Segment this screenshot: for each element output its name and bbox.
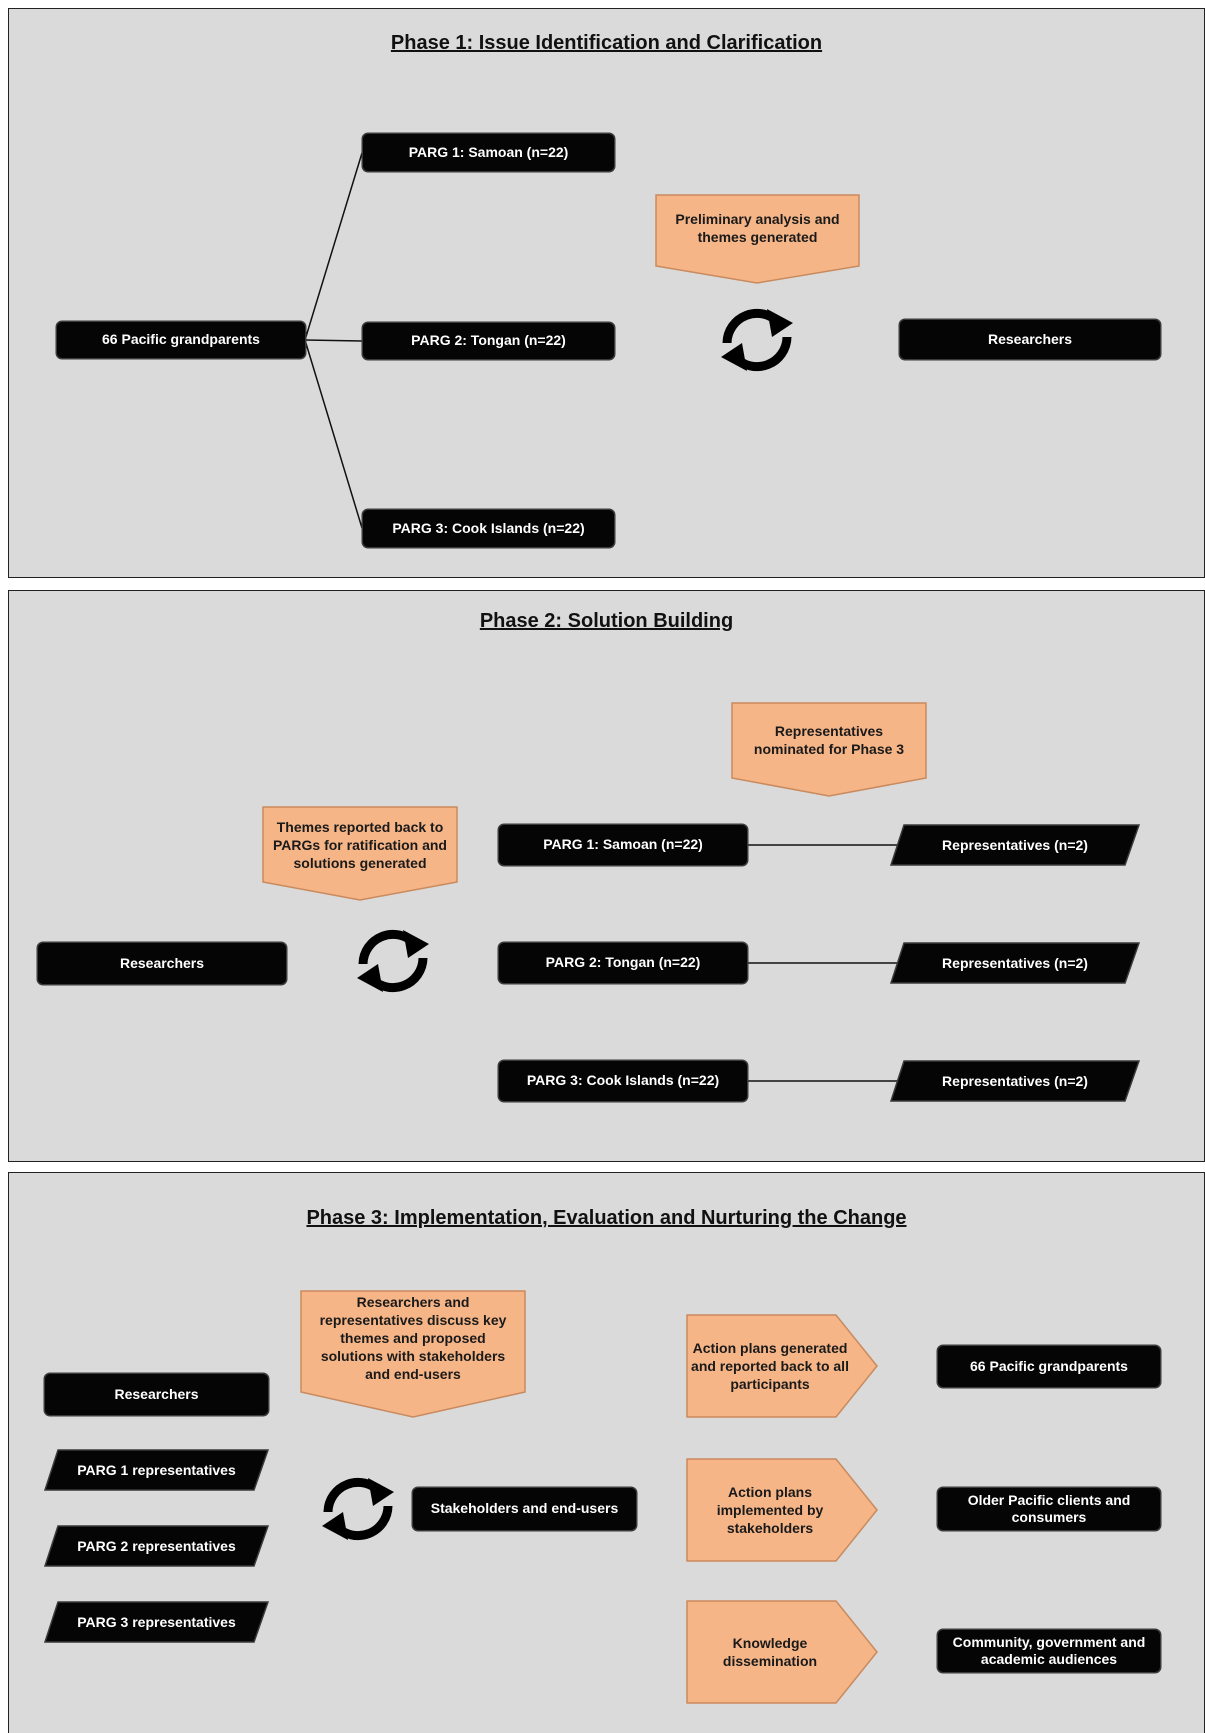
phase3-parg3-reps-box: PARG 3 representatives [44,1601,269,1643]
phase3-action-plans-implemented-arrow: Action plans implemented by stakeholders [686,1458,878,1562]
phase3-older-clients-box: Older Pacific clients and consumers [938,1488,1160,1530]
phase1-parg2-box: PARG 2: Tongan (n=22) [363,323,614,359]
phase3-arrow3-text: Knowledge dissemination [722,1634,818,1669]
phase1-parg1-box: PARG 1: Samoan (n=22) [363,134,614,171]
phase2-rep1-label: Representatives (n=2) [942,837,1088,853]
phase1-panel [8,8,1205,578]
phase3-parg1-reps-label: PARG 1 representatives [77,1462,236,1478]
phase3-stakeholders-box: Stakeholders and end-users [413,1488,636,1530]
phase3-parg2-reps-box: PARG 2 representatives [44,1525,269,1567]
phase1-cycle-icon [717,305,797,375]
phase3-action-plans-generated-arrow: Action plans generated and reported back… [686,1314,878,1418]
phase2-parg3-box: PARG 3: Cook Islands (n=22) [499,1061,747,1101]
phase1-callout-text: Preliminary analysis and themes generate… [675,210,840,245]
phase2-rep1-box: Representatives (n=2) [890,824,1140,866]
phase3-parg1-reps-box: PARG 1 representatives [44,1449,269,1491]
phase2-parg1-box: PARG 1: Samoan (n=22) [499,825,747,865]
phase2-title: Phase 2: Solution Building [479,610,734,632]
phase1-researchers-box: Researchers [900,320,1160,359]
phase2-parg2-box: PARG 2: Tongan (n=22) [499,943,747,983]
phase3-arrow1-text: Action plans generated and reported back… [691,1339,849,1393]
phase1-parg3-box: PARG 3: Cook Islands (n=22) [363,510,614,547]
phase1-title: Phase 1: Issue Identification and Clarif… [390,32,823,54]
phase2-themes-callout: Themes reported back to PARGs for ratifi… [262,806,458,901]
phase2-rep2-box: Representatives (n=2) [890,942,1140,984]
phase2-representatives-callout: Representatives nominated for Phase 3 [731,702,927,797]
phase2-rep3-box: Representatives (n=2) [890,1060,1140,1102]
phase3-researchers-box: Researchers [45,1374,268,1415]
phase3-knowledge-dissemination-arrow: Knowledge dissemination [686,1600,878,1704]
phase1-analysis-callout: Preliminary analysis and themes generate… [655,194,860,284]
phase3-callout-text: Researchers and representatives discuss … [319,1293,507,1383]
phase2-reps-callout-text: Representatives nominated for Phase 3 [753,722,905,757]
phase1-grandparents-box: 66 Pacific grandparents [57,322,305,358]
phase2-researchers-box: Researchers [38,943,286,984]
phase3-discussion-callout: Researchers and representatives discuss … [300,1290,526,1418]
phase2-cycle-icon [353,926,433,996]
phase3-parg3-reps-label: PARG 3 representatives [77,1614,236,1630]
phase3-title: Phase 3: Implementation, Evaluation and … [306,1207,907,1229]
phase3-grandparents-box: 66 Pacific grandparents [938,1346,1160,1387]
phase2-rep3-label: Representatives (n=2) [942,1073,1088,1089]
phase2-rep2-label: Representatives (n=2) [942,955,1088,971]
phase3-parg2-reps-label: PARG 2 representatives [77,1538,236,1554]
phase2-themes-callout-text: Themes reported back to PARGs for ratifi… [273,818,447,872]
phase3-cycle-icon [318,1474,398,1544]
phase3-arrow2-text: Action plans implemented by stakeholders [716,1483,824,1537]
phase3-audiences-box: Community, government and academic audie… [938,1630,1160,1672]
